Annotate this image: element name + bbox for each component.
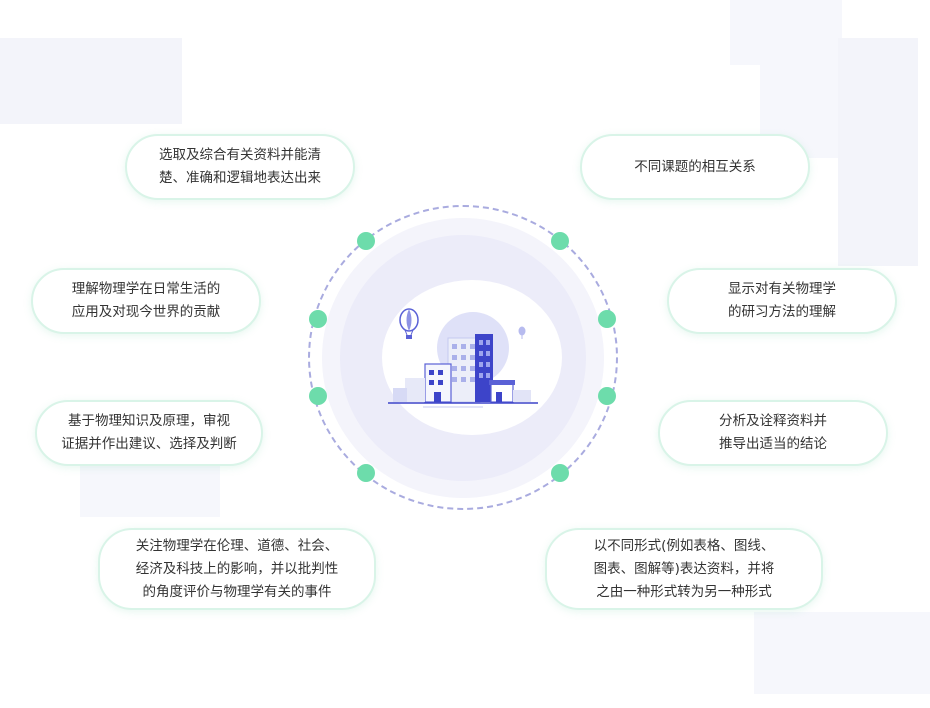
connector-dot <box>551 232 569 250</box>
skill-item-understand-applications: 理解物理学在日常生活的 应用及对现今世界的贡献 <box>31 268 261 334</box>
skill-item-line: 基于物理知识及原理，审视 <box>68 413 230 429</box>
skill-item-line: 楚、准确和逻辑地表达出来 <box>159 170 321 186</box>
skill-item-line: 的研习方法的理解 <box>728 304 836 320</box>
outer-dashed-ring <box>308 205 618 510</box>
skill-item-line: 不同课题的相互关系 <box>634 158 756 175</box>
connector-dot <box>309 387 327 405</box>
hot-air-balloon-icon <box>399 308 419 339</box>
connector-dot <box>598 387 616 405</box>
skill-item-ethics-impact: 关注物理学在伦理、道德、社会、 经济及科技上的影响，并以批判性 的角度评价与物理… <box>98 528 376 610</box>
background-block <box>838 38 918 266</box>
skill-item-line: 应用及对现今世界的贡献 <box>71 304 221 320</box>
connector-dot <box>357 464 375 482</box>
skill-item-line: 图表、图解等)表达资料，并将 <box>593 560 775 577</box>
skill-item-study-methods: 显示对有关物理学 的研习方法的理解 <box>667 268 897 334</box>
skill-item-select-present-info: 选取及综合有关资料并能清 楚、准确和逻辑地表达出来 <box>125 134 355 200</box>
skill-item-line: 理解物理学在日常生活的 <box>71 281 221 297</box>
background-block <box>0 38 182 124</box>
skill-item-line: 以不同形式(例如表格、图线、 <box>593 537 775 554</box>
skill-item-evaluate-evidence: 基于物理知识及原理，审视 证据并作出建议、选择及判断 <box>35 400 263 466</box>
skill-item-represent-data: 以不同形式(例如表格、图线、 图表、图解等)表达资料，并将 之由一种形式转为另一… <box>545 528 823 610</box>
connector-dot <box>598 310 616 328</box>
skill-item-line: 显示对有关物理学 <box>728 281 836 297</box>
skill-item-line: 证据并作出建议、选择及判断 <box>61 436 237 452</box>
connector-dot <box>551 464 569 482</box>
skill-item-line: 关注物理学在伦理、道德、社会、 <box>135 537 339 554</box>
skill-item-topic-relations: 不同课题的相互关系 <box>580 134 810 200</box>
skill-item-line: 的角度评价与物理学有关的事件 <box>142 583 332 600</box>
skill-item-line: 推导出适当的结论 <box>719 436 827 452</box>
skill-item-line: 分析及诠释资料并 <box>719 413 827 429</box>
skill-item-line: 选取及综合有关资料并能清 <box>159 147 321 163</box>
skill-item-analyze-data: 分析及诠释资料并 推导出适当的结论 <box>658 400 888 466</box>
city-illustration-icon <box>388 308 538 408</box>
background-block <box>80 465 220 517</box>
skill-item-line: 经济及科技上的影响，并以批判性 <box>135 560 339 577</box>
skill-item-line: 之由一种形式转为另一种形式 <box>596 583 772 600</box>
connector-dot <box>357 232 375 250</box>
connector-dot <box>309 310 327 328</box>
background-block <box>754 612 930 694</box>
